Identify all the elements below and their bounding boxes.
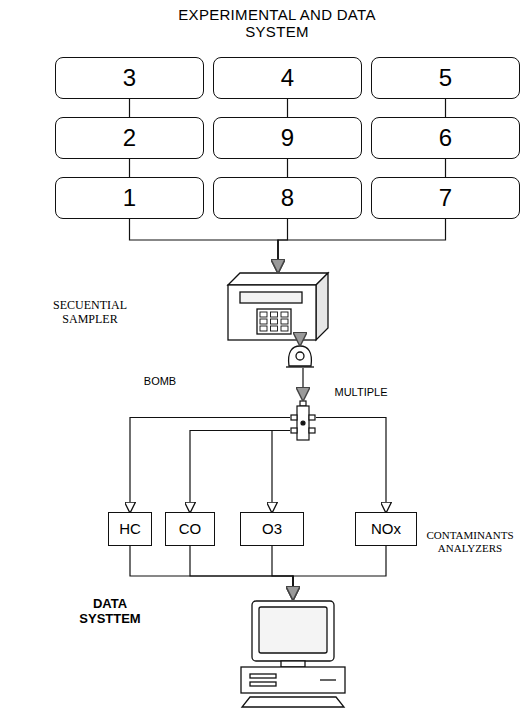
point-number: 8 — [281, 185, 294, 211]
flow-connector — [293, 546, 386, 599]
equipment-label: SECUENTIAL SAMPLER — [38, 299, 142, 327]
monitor — [252, 601, 334, 661]
flow-connector — [287, 159, 288, 177]
pump-drawing — [286, 346, 314, 367]
point-number: 7 — [439, 185, 452, 211]
equipment-label: DATA SYSTTEM — [70, 597, 150, 627]
analyzer-name: O3 — [262, 521, 282, 538]
analyzer-name: CO — [179, 521, 202, 538]
flow-connector — [190, 431, 290, 513]
sampler-top — [228, 273, 328, 285]
flow-connector — [129, 159, 130, 177]
flow-connector — [190, 546, 293, 599]
manifold-port — [291, 428, 297, 433]
manifold-port — [309, 428, 315, 433]
diagram-title: EXPERIMENTAL AND DATA SYSTEM — [157, 6, 397, 41]
pump-rotor — [296, 352, 304, 360]
manifold-knob — [301, 421, 305, 425]
manifold-inlet — [300, 401, 306, 406]
sampler-front — [228, 285, 316, 340]
power-button — [320, 679, 336, 680]
manifold-body — [297, 406, 309, 440]
equipment-frame: SECUENTIAL SAMPLER — [228, 272, 328, 340]
drive-slot — [250, 674, 276, 678]
equipment-label: BOMB — [130, 375, 190, 388]
manifold-port — [309, 415, 315, 420]
monitor-stand — [281, 661, 305, 667]
flow-connector — [287, 99, 288, 117]
flow-connector — [272, 546, 293, 599]
group-label: CONTAMINANTS ANALYZERS — [418, 529, 522, 554]
sampling-point-box: 3 — [55, 57, 204, 99]
point-number: 6 — [439, 125, 452, 151]
point-number: 3 — [123, 65, 136, 91]
point-number: 9 — [281, 125, 294, 151]
point-number: 4 — [281, 65, 294, 91]
flow-connector — [278, 219, 446, 272]
pump-base — [286, 366, 314, 367]
system-unit — [241, 667, 345, 693]
flow-connector — [130, 546, 293, 599]
sampling-point-box: 4 — [213, 57, 362, 99]
equipment-frame: DATA SYSTTEM — [240, 599, 346, 708]
flow-connector — [129, 99, 130, 117]
flow-connector — [445, 99, 446, 117]
flow-connector — [278, 219, 288, 272]
point-number: 1 — [123, 185, 136, 211]
computer-drawing — [241, 601, 345, 707]
monitor-screen — [259, 607, 327, 653]
sampling-point-box: 1 — [55, 177, 204, 219]
manifold-port — [291, 415, 297, 420]
sampling-point-box: 8 — [213, 177, 362, 219]
analyzer-box: NOx — [355, 512, 417, 546]
analyzer-box: O3 — [240, 512, 304, 546]
manifold-drawing — [291, 401, 315, 440]
flow-connector — [130, 418, 290, 513]
analyzer-box: HC — [108, 512, 152, 546]
sampler-keypad — [257, 309, 291, 334]
point-number: 5 — [439, 65, 452, 91]
equipment-label: MULTIPLE — [326, 386, 396, 399]
equipment-frame: MULTIPLE — [290, 400, 316, 441]
pump-body — [289, 346, 312, 366]
keypad-keys — [260, 312, 288, 331]
flow-connector — [272, 431, 290, 513]
equipment-frame: BOMB — [288, 345, 312, 368]
analyzer-name: NOx — [371, 521, 401, 538]
sampler-display — [240, 292, 302, 303]
point-number: 2 — [123, 125, 136, 151]
flow-connector — [316, 418, 386, 513]
analyzer-name: HC — [119, 521, 141, 538]
sampling-point-box: 2 — [55, 117, 204, 159]
drive-slot — [250, 682, 276, 686]
sampler-drawing — [228, 273, 328, 340]
sampling-point-box: 5 — [371, 57, 520, 99]
flow-connector — [299, 340, 300, 345]
keyboard — [242, 697, 344, 707]
sampling-point-box: 9 — [213, 117, 362, 159]
flow-connector — [130, 219, 279, 272]
analyzer-box: CO — [165, 512, 215, 546]
sampling-point-box: 6 — [371, 117, 520, 159]
sampling-point-box: 7 — [371, 177, 520, 219]
flow-connector — [445, 159, 446, 177]
flow-connector — [302, 368, 303, 400]
sampler-side — [316, 273, 328, 340]
